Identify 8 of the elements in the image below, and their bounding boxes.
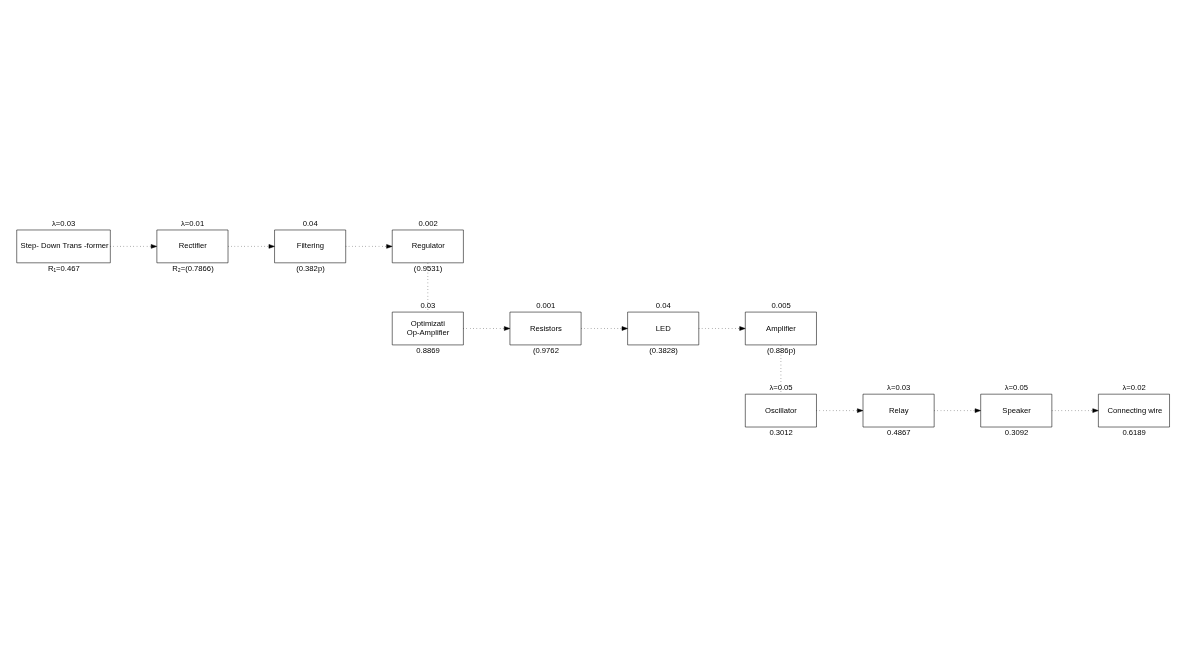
arrow: [698, 325, 746, 331]
arrow: [110, 243, 157, 249]
arrow: [227, 243, 275, 249]
arrow: [345, 243, 393, 249]
arrow: [933, 407, 981, 413]
arrow: [463, 325, 511, 331]
arrow: [580, 325, 628, 331]
arrow: [1051, 407, 1099, 413]
